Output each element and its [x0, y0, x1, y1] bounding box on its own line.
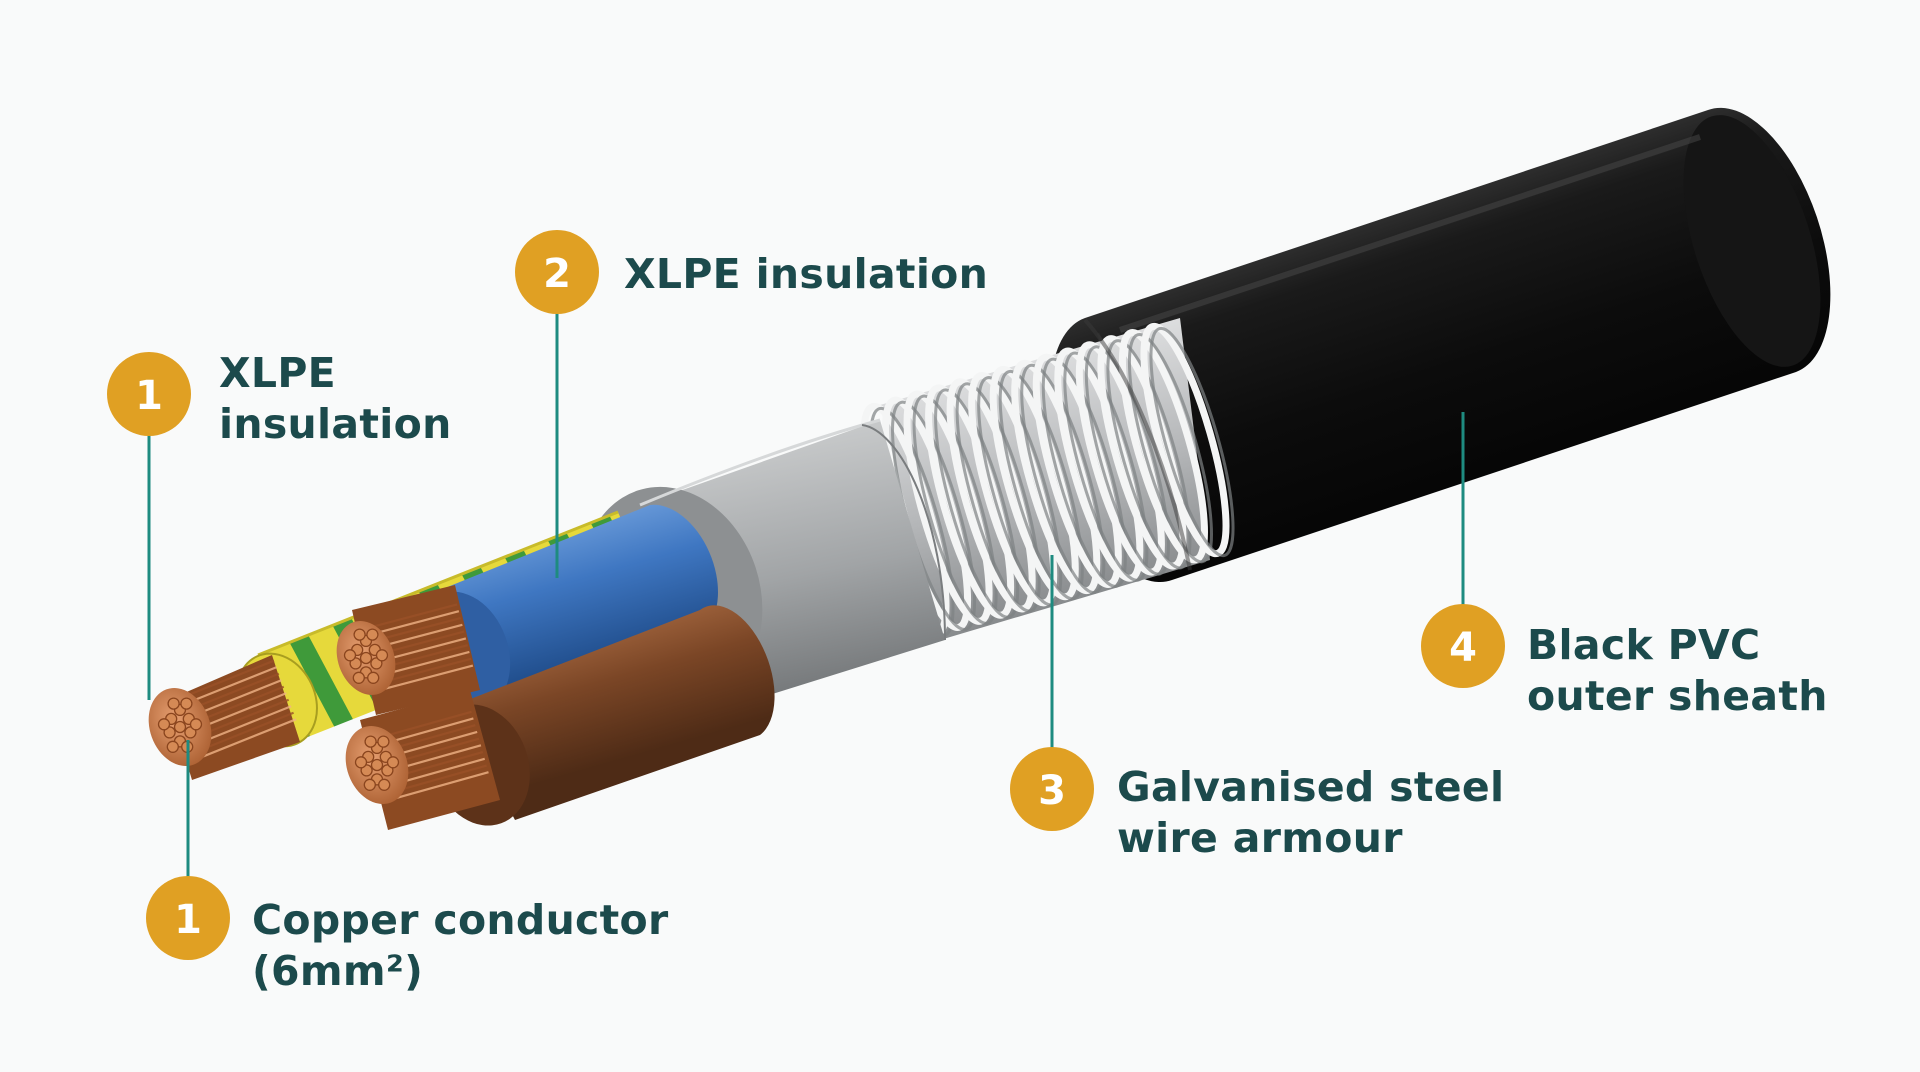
copper-strand-end	[375, 649, 389, 662]
label-line: Copper conductor	[252, 896, 669, 944]
copper-conductor-blue	[336, 585, 480, 715]
badge-copper: 1	[146, 876, 230, 960]
label-outer-sheath: Black PVC outer sheath	[1527, 620, 1828, 722]
copper-conductor-earth	[148, 655, 300, 780]
copper-strand-end	[353, 628, 366, 641]
badge-number: 4	[1449, 625, 1477, 671]
copper-strand-end	[377, 735, 390, 748]
copper-strand-end	[359, 651, 373, 665]
badge-number: 1	[135, 373, 163, 419]
copper-strand	[193, 711, 294, 754]
badge-armour: 3	[1010, 747, 1094, 831]
copper-strand-end	[343, 649, 357, 662]
copper-strand-end	[352, 671, 365, 684]
copper-strand	[388, 771, 489, 802]
armour-wire-shadow	[912, 394, 998, 625]
outer-sheath	[1050, 107, 1831, 583]
copper-strand	[361, 603, 458, 631]
copper-strand-end	[366, 628, 379, 641]
copper-conductor-brown	[345, 690, 500, 830]
copper-strand-end	[378, 778, 391, 791]
copper-strand-end	[180, 697, 193, 710]
label-line: insulation	[219, 400, 452, 448]
armour-wire-shadow	[955, 382, 1041, 613]
armour-wire-shadow	[1063, 351, 1149, 582]
copper-strand-end	[386, 756, 400, 769]
copper-strand	[377, 664, 474, 692]
label-xlpe-insulation-top: XLPE insulation	[624, 249, 988, 300]
armour-wire-shadow	[1020, 363, 1106, 595]
label-steel-wire-armour: Galvanised steel wire armour	[1117, 762, 1504, 864]
label-line: XLPE	[219, 349, 336, 397]
armour-wire-shadow	[1149, 326, 1235, 558]
armour-wire-shadow	[1084, 345, 1170, 576]
armour-wire-shadow	[934, 388, 1020, 619]
badge-xlpe-top: 2	[515, 230, 599, 314]
badge-number: 1	[174, 897, 202, 943]
label-line: outer sheath	[1527, 672, 1828, 720]
copper-strand-end	[364, 735, 377, 748]
label-line: XLPE insulation	[624, 250, 989, 298]
copper-strand-end	[166, 740, 179, 753]
badge-number: 3	[1038, 768, 1066, 814]
label-xlpe-insulation-left: XLPE insulation	[219, 348, 452, 450]
armour-wire-shadow	[998, 369, 1084, 601]
armour-wire-shadow	[1106, 339, 1192, 570]
copper-strand-end	[370, 758, 384, 772]
label-line: wire armour	[1117, 814, 1403, 862]
badge-xlpe-left: 1	[107, 352, 191, 436]
label-line: (6mm²)	[252, 947, 424, 995]
label-copper-conductor: Copper conductor (6mm²)	[252, 895, 669, 997]
leader-lines	[147, 312, 1465, 880]
armour-wire-shadow	[1041, 357, 1127, 588]
badge-sheath: 4	[1421, 604, 1505, 688]
label-line: Black PVC	[1527, 621, 1761, 669]
copper-strand-end	[367, 671, 380, 684]
steel-wire-armour	[860, 318, 1235, 640]
armour-wire-shadow	[1127, 332, 1213, 564]
copper-strand-end	[157, 718, 171, 731]
copper-strand-end	[167, 697, 180, 710]
copper-strand-end	[173, 720, 187, 734]
copper-strand-end	[189, 718, 203, 731]
copper-strand	[195, 718, 297, 761]
copper-strand-end	[363, 778, 376, 791]
label-line: Galvanised steel	[1117, 763, 1505, 811]
copper-strand-end	[354, 756, 368, 769]
badge-number: 2	[543, 251, 571, 297]
